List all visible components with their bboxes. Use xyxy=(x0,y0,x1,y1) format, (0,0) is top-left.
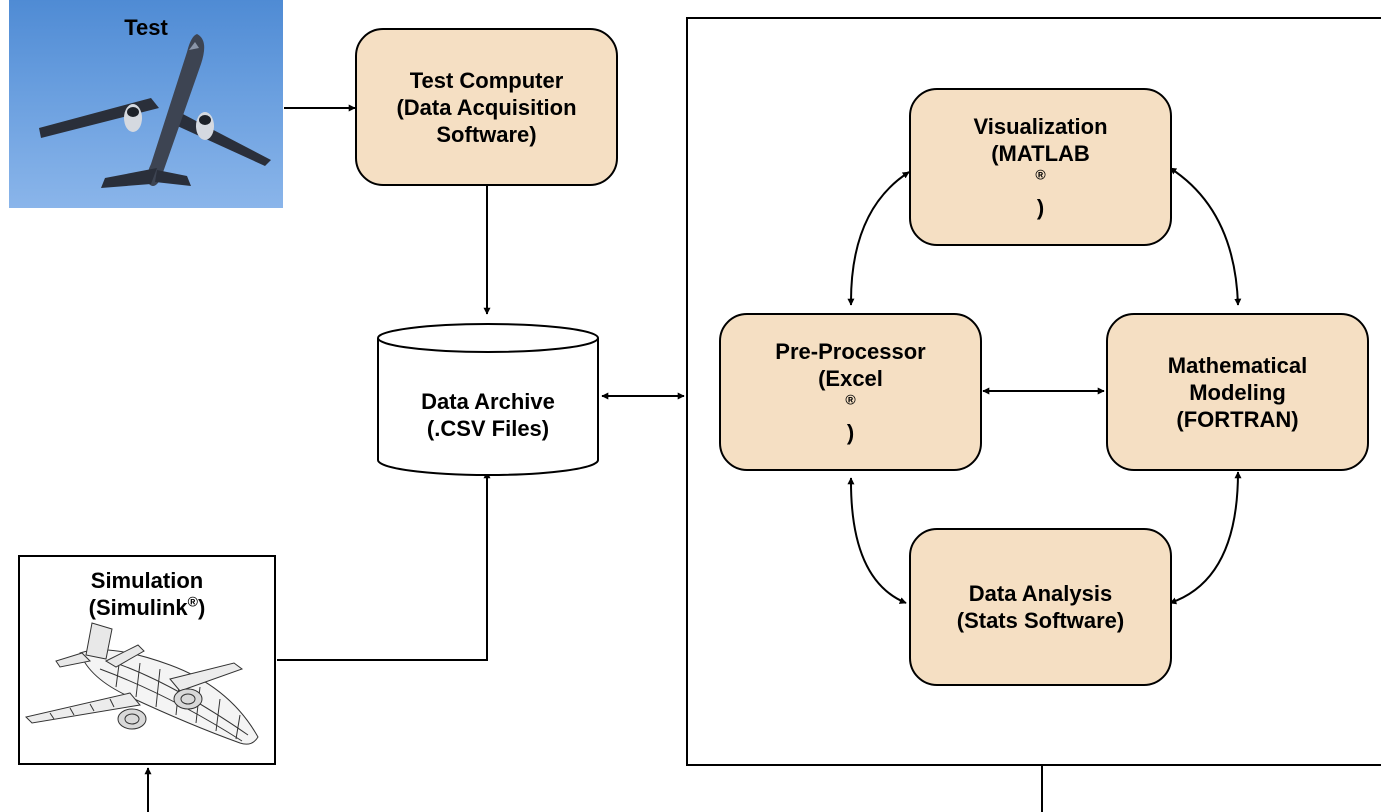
arrow-preprocessor-to-visualization xyxy=(847,171,910,306)
arrow-visualization-to-modeling xyxy=(1169,167,1242,306)
test-computer-node: Test Computer (Data Acquisition Software… xyxy=(355,28,618,186)
data-archive-cylinder: Data Archive (.CSV Files) xyxy=(376,322,600,478)
test-computer-line2: (Data Acquisition xyxy=(396,94,577,120)
modeling-line3: (FORTRAN) xyxy=(1176,406,1299,432)
arrow-simulation-to-archive xyxy=(277,471,491,661)
modeling-line2: Modeling xyxy=(1189,379,1286,405)
wireframe-airplane-icon xyxy=(25,622,259,745)
simulation-panel: Simulation (Simulink®) xyxy=(18,555,276,765)
modeling-line1: Mathematical xyxy=(1167,352,1308,378)
pre-processor-line1: Pre-Processor xyxy=(775,339,926,364)
simulation-title: Simulation (Simulink®) xyxy=(20,567,274,621)
visualization-line2: (MATLAB®) xyxy=(991,141,1090,220)
test-photo: Test xyxy=(9,0,283,208)
arrow-modeling-to-analysis xyxy=(1169,471,1242,605)
test-title: Test xyxy=(124,15,168,40)
visualization-node: Visualization (MATLAB®) xyxy=(909,88,1172,246)
data-analysis-line2: (Stats Software) xyxy=(956,608,1125,633)
data-analysis-node: Data Analysis (Stats Software) xyxy=(909,528,1172,686)
data-analysis-line1: Data Analysis xyxy=(968,581,1113,606)
data-archive-label: Data Archive (.CSV Files) xyxy=(376,388,600,442)
test-computer-line3: Software) xyxy=(436,121,537,147)
analysis-tools-frame xyxy=(686,17,1381,766)
airplane-photo-icon xyxy=(39,34,271,188)
pre-processor-node: Pre-Processor (Excel®) xyxy=(719,313,982,471)
test-computer-line1: Test Computer xyxy=(409,67,564,93)
data-archive-line1: Data Archive xyxy=(421,389,555,414)
simulation-line2: (Simulink®) xyxy=(88,593,206,620)
visualization-line1: Visualization xyxy=(973,114,1108,139)
cylinder-shape xyxy=(377,323,599,476)
simulation-line1: Simulation xyxy=(90,568,204,593)
arrow-preprocessor-to-analysis xyxy=(847,477,907,604)
mathematical-modeling-node: Mathematical Modeling (FORTRAN) xyxy=(1106,313,1369,471)
data-archive-line2: (.CSV Files) xyxy=(426,416,550,441)
pre-processor-line2: (Excel®) xyxy=(818,366,883,445)
